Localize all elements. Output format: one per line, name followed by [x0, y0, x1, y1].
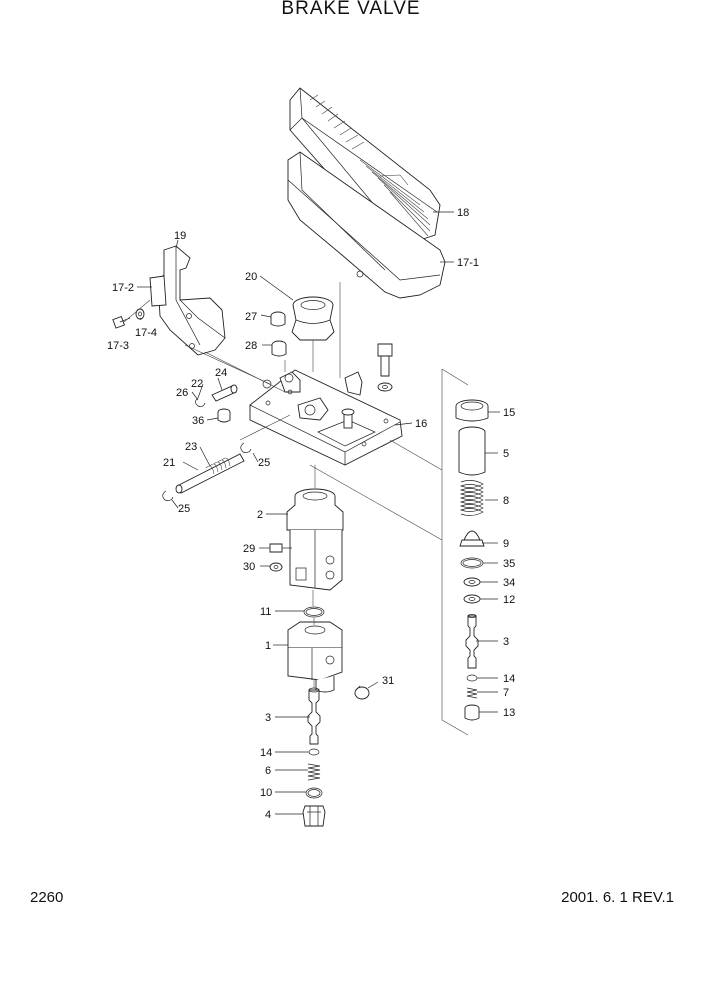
callout-8: 8: [503, 495, 509, 507]
nut-27-part: [270, 311, 286, 327]
callout-34: 34: [503, 577, 515, 589]
page-title: BRAKE VALVE: [281, 0, 421, 19]
callout-26: 26: [176, 387, 188, 399]
callout-19: 19: [174, 230, 186, 242]
callout-6: 6: [265, 765, 271, 777]
callout-35: 35: [503, 558, 515, 570]
washer-12-part: [463, 594, 481, 604]
page-number: 2260: [30, 889, 64, 906]
callout-15: 15: [503, 407, 515, 419]
callout-3-right: 3: [503, 636, 509, 648]
upper-body-part: [286, 488, 344, 591]
o-ring-11-part: [303, 606, 325, 618]
base-bolt-part: [377, 343, 393, 392]
clevis-pin-24-part: [211, 384, 238, 402]
nut-28-part: [271, 340, 287, 357]
snap-ring-25a-part: [240, 442, 252, 453]
callout-29: 29: [243, 543, 255, 555]
callout-25-upper: 25: [258, 457, 270, 469]
shaft-21-part: [175, 453, 245, 494]
callout-7: 7: [503, 687, 509, 699]
pedal-arm-part: [287, 151, 446, 299]
base-plate-part: [249, 369, 403, 466]
revision-date: 2001. 6. 1 REV.1: [561, 889, 674, 906]
o-ring-10-part: [305, 787, 323, 799]
callout-5: 5: [503, 448, 509, 460]
plug-4-part: [302, 805, 326, 827]
seat-13-part: [464, 704, 480, 721]
spool-3-right-part: [465, 614, 479, 669]
snap-ring-35-part: [460, 557, 484, 569]
cap-15-part: [455, 399, 489, 422]
callout-21: 21: [163, 457, 175, 469]
plug-31-part: [354, 685, 370, 700]
callout-16: 16: [415, 418, 427, 430]
callout-18: 18: [457, 207, 469, 219]
callout-17-2: 17-2: [112, 282, 134, 294]
callout-25-lower: 25: [178, 503, 190, 515]
retainer-9-part: [459, 530, 485, 547]
callout-labels: 18 17-1 19 17-2 20 27 17-4 17-3 28 24 22…: [107, 207, 515, 821]
callout-36: 36: [192, 415, 204, 427]
callout-28: 28: [245, 340, 257, 352]
callout-9: 9: [503, 538, 509, 550]
callout-30: 30: [243, 561, 255, 573]
callout-17-4: 17-4: [135, 327, 157, 339]
ring-14-left-part: [308, 748, 320, 756]
bolt-29-part: [269, 543, 292, 553]
callout-31: 31: [382, 675, 394, 687]
spring-6-part: [307, 763, 321, 781]
sleeve-5-part: [458, 426, 486, 476]
callout-3-left: 3: [265, 712, 271, 724]
snap-ring-25b-part: [162, 490, 174, 501]
bushing-36-part: [217, 408, 231, 423]
right-group-frame: [441, 368, 469, 736]
callout-23: 23: [185, 441, 197, 453]
lower-body-part: [287, 621, 343, 693]
callout-1: 1: [265, 640, 271, 652]
washer-34-part: [463, 577, 481, 587]
callout-14-left: 14: [260, 747, 272, 759]
callout-24: 24: [215, 367, 227, 379]
callout-20: 20: [245, 271, 257, 283]
assembly-guide-lines: [123, 282, 443, 688]
callout-11: 11: [260, 606, 271, 618]
rubber-boot-part: [291, 296, 335, 341]
bolt-17-3-part: [112, 315, 131, 329]
ring-14-right-part: [466, 674, 478, 682]
spring-8-part: [459, 480, 484, 516]
callout-22: 22: [191, 378, 203, 390]
spool-3-left-part: [307, 687, 321, 745]
callout-14-right: 14: [503, 673, 515, 685]
callout-27: 27: [245, 311, 257, 323]
washer-17-4-part: [135, 308, 145, 320]
callout-17-1: 17-1: [457, 257, 479, 269]
bracket-part: [149, 245, 226, 356]
callout-10: 10: [260, 787, 272, 799]
callout-4: 4: [265, 809, 271, 821]
leader-lines: [137, 211, 500, 815]
clip-22-part: [195, 397, 206, 407]
callout-2: 2: [257, 509, 263, 521]
spring-7-part: [466, 687, 478, 699]
callout-17-3: 17-3: [107, 340, 129, 352]
callout-13: 13: [503, 707, 515, 719]
callout-12: 12: [503, 594, 515, 606]
washer-30-part: [269, 562, 283, 572]
